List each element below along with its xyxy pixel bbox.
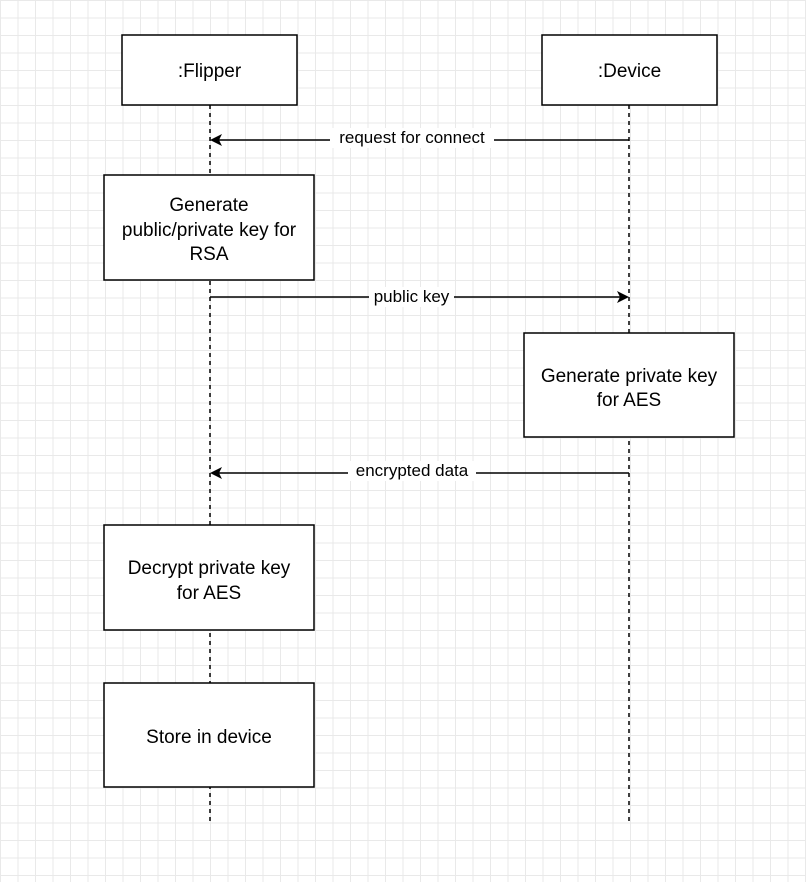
- activity-store-in-device[interactable]: Store in device: [103, 682, 315, 788]
- participant-flipper-label: :Flipper: [178, 61, 242, 82]
- activity-generate-rsa-line-1: Generate: [169, 195, 248, 216]
- message-public-key[interactable]: public key: [210, 287, 629, 307]
- activity-decrypt-aes[interactable]: Decrypt private key for AES: [103, 524, 315, 631]
- activity-decrypt-aes-line-1: Decrypt private key: [128, 558, 291, 579]
- participant-flipper[interactable]: :Flipper: [121, 34, 298, 106]
- message-encrypted-data[interactable]: encrypted data: [210, 461, 629, 481]
- activity-generate-rsa[interactable]: Generate public/private key for RSA: [103, 174, 315, 281]
- activity-generate-aes-line-1: Generate private key: [541, 366, 718, 387]
- message-request-for-connect[interactable]: request for connect: [210, 128, 629, 148]
- activity-generate-aes-line-2: for AES: [597, 390, 661, 411]
- activity-generate-rsa-line-3: RSA: [189, 244, 228, 265]
- activity-decrypt-aes-line-2: for AES: [177, 583, 241, 604]
- participant-device[interactable]: :Device: [541, 34, 718, 106]
- message-encrypted-data-label: encrypted data: [356, 461, 469, 480]
- activity-generate-aes[interactable]: Generate private key for AES: [523, 332, 735, 438]
- activity-generate-rsa-line-2: public/private key for: [122, 220, 297, 241]
- activity-store-in-device-line-1: Store in device: [146, 727, 272, 748]
- message-public-key-label: public key: [374, 287, 450, 306]
- message-request-label: request for connect: [339, 128, 485, 147]
- participant-device-label: :Device: [598, 61, 661, 82]
